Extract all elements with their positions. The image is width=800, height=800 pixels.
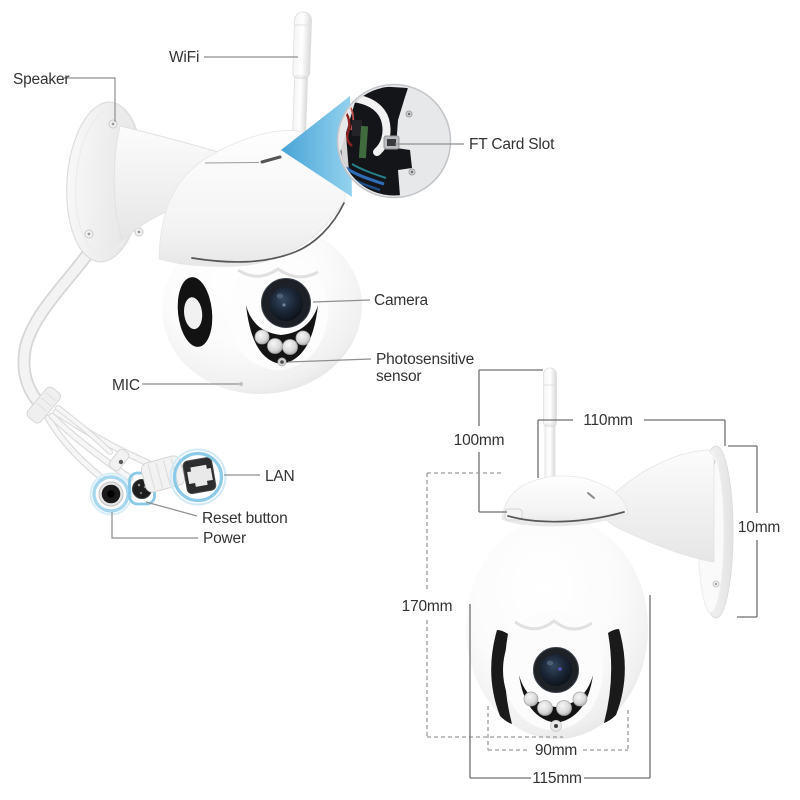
dim-170mm-label: 170mm (402, 598, 453, 615)
ir-led-array (246, 305, 318, 364)
speaker-leader (64, 77, 116, 122)
inset-opening (339, 86, 412, 196)
dim-100mm-label: 100mm (454, 432, 505, 449)
bracket-arm-2 (596, 449, 715, 563)
card-slot (383, 135, 400, 150)
photosensitive-sensor-dot (277, 357, 287, 367)
camera-body-2 (466, 517, 648, 739)
power-connector (89, 472, 133, 516)
rj45-port (187, 464, 213, 487)
dim-10mm-label: 10mm (738, 519, 780, 536)
aux-connector (108, 448, 130, 472)
dome-cap-seam (191, 202, 345, 263)
mount-screw (108, 119, 118, 129)
photosensitive-label-line2: sensor (376, 368, 421, 385)
highlight-ring (169, 448, 227, 506)
dome-cap-seam-2 (507, 511, 625, 523)
aux-connector-hole (118, 459, 124, 465)
mount-screw (84, 229, 94, 239)
dim-170mm: 170mm (402, 472, 563, 738)
slot-tab (504, 508, 523, 521)
pan-ring (177, 277, 213, 347)
dim-115mm: 115mm (469, 595, 651, 787)
camera-lens (261, 278, 311, 328)
power-cable (17, 241, 99, 413)
photosensitive-leader (287, 358, 372, 363)
antenna (292, 11, 312, 135)
lan-label: LAN (265, 468, 295, 485)
dim-90mm: 90mm (487, 706, 629, 759)
highlight-ring (172, 451, 224, 503)
cable-splitter (26, 386, 152, 482)
reset-label: Reset button (202, 510, 288, 527)
camera-lens-2 (533, 647, 579, 693)
mic-label: MIC (112, 377, 140, 394)
photosensitive-sensor-dot-2 (550, 720, 562, 732)
dim-115mm-label: 115mm (532, 770, 582, 787)
inset-screw (408, 168, 416, 176)
dim-110mm-label: 110mm (583, 412, 633, 429)
pointer-wedge (281, 96, 352, 197)
side-track-right (604, 629, 625, 723)
inset-internals (339, 86, 416, 196)
dim-10mm: 10mm (728, 445, 780, 618)
card-slot-mark (260, 155, 282, 164)
photosensitive-label-line1: Photosensitive (376, 351, 474, 368)
dim-110mm: 110mm (537, 412, 726, 478)
wifi-label: WiFi (169, 49, 199, 66)
inset-screw (405, 110, 413, 118)
highlight-ring (92, 475, 130, 513)
card-slot-inset (336, 83, 452, 199)
dim-100mm: 100mm (454, 369, 543, 513)
speaker-label: Speaker (13, 71, 69, 88)
lan-connector (140, 448, 227, 506)
dim-90mm-label: 90mm (535, 742, 577, 759)
highlight-ring (89, 472, 133, 516)
cable-gland (26, 386, 61, 424)
side-track-left (491, 630, 512, 724)
dome-cap-2 (501, 475, 629, 527)
inset-cable (348, 94, 391, 156)
mic-dot (239, 382, 243, 386)
reset-leader (145, 501, 198, 517)
power-label: Power (203, 530, 246, 547)
ft-card-slot-label: FT Card Slot (469, 136, 555, 153)
camera-label: Camera (374, 292, 429, 309)
antenna-2 (543, 367, 557, 483)
ir-led-array-2 (519, 675, 593, 723)
mount-screw (134, 227, 144, 237)
camera-leader (312, 299, 371, 303)
power-leader (111, 512, 198, 539)
